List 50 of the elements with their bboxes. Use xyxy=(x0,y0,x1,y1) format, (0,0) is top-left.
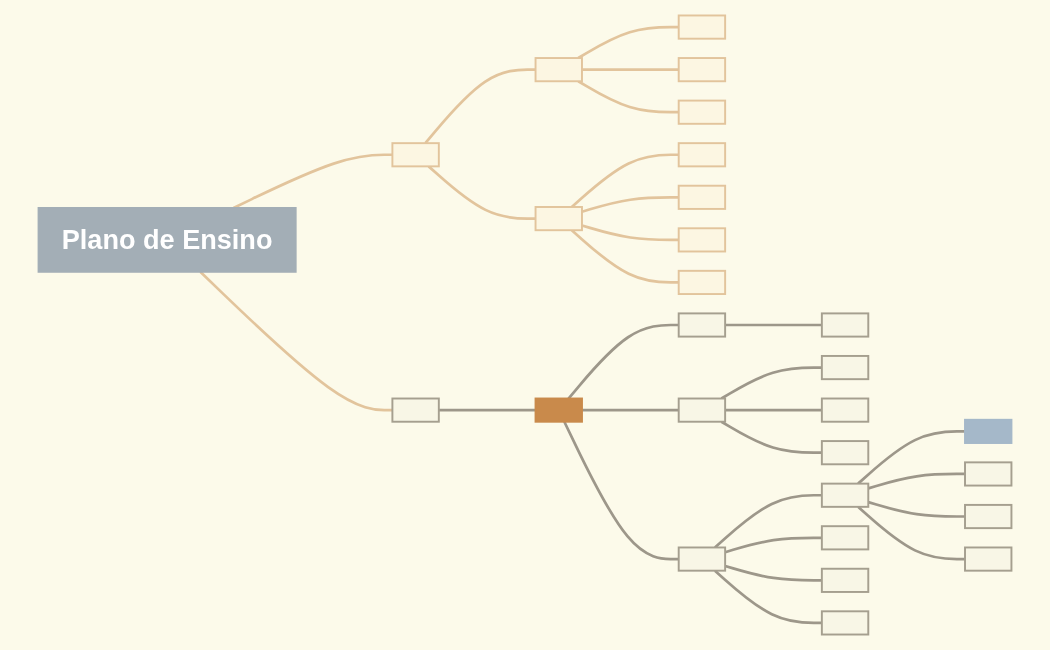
connector xyxy=(725,408,822,412)
node-box xyxy=(820,312,870,338)
node-box xyxy=(820,610,870,636)
connector xyxy=(720,366,822,400)
connector xyxy=(857,505,965,561)
node-box xyxy=(391,142,440,168)
node-box xyxy=(964,546,1013,572)
connector xyxy=(424,68,536,145)
connector xyxy=(567,323,679,400)
connector xyxy=(581,195,679,213)
connector xyxy=(714,493,822,549)
node-box xyxy=(677,99,727,125)
connector xyxy=(714,569,822,625)
connector xyxy=(720,420,822,455)
node-box xyxy=(677,142,727,168)
node-box xyxy=(677,57,727,83)
node-box xyxy=(677,269,727,295)
connector xyxy=(857,430,965,485)
node-box xyxy=(964,461,1013,487)
node-box xyxy=(677,184,727,210)
connector xyxy=(570,153,679,208)
connector xyxy=(427,165,536,220)
node-box xyxy=(677,312,727,338)
connector xyxy=(438,408,536,412)
node-box xyxy=(677,14,727,40)
node-box xyxy=(964,503,1013,530)
node-box xyxy=(534,57,583,83)
node-box xyxy=(534,397,583,423)
connector xyxy=(577,25,679,60)
connector xyxy=(581,224,679,242)
connector xyxy=(582,68,679,71)
connector xyxy=(199,270,393,412)
connector xyxy=(563,421,679,561)
node-bar xyxy=(964,418,1013,444)
node-box xyxy=(820,525,870,551)
node-box xyxy=(677,546,727,572)
connector xyxy=(582,408,679,412)
node-box xyxy=(820,440,870,466)
node-box xyxy=(820,567,870,593)
connector xyxy=(725,323,822,327)
connector xyxy=(577,80,679,114)
node-box xyxy=(820,355,870,381)
node-box xyxy=(391,397,440,423)
node-box xyxy=(820,397,870,423)
connector xyxy=(570,229,679,284)
node-box xyxy=(820,482,870,508)
node-box xyxy=(677,397,727,423)
node-box: Plano de Ensino xyxy=(37,207,297,273)
node-box xyxy=(534,206,583,232)
node-box xyxy=(677,227,727,253)
